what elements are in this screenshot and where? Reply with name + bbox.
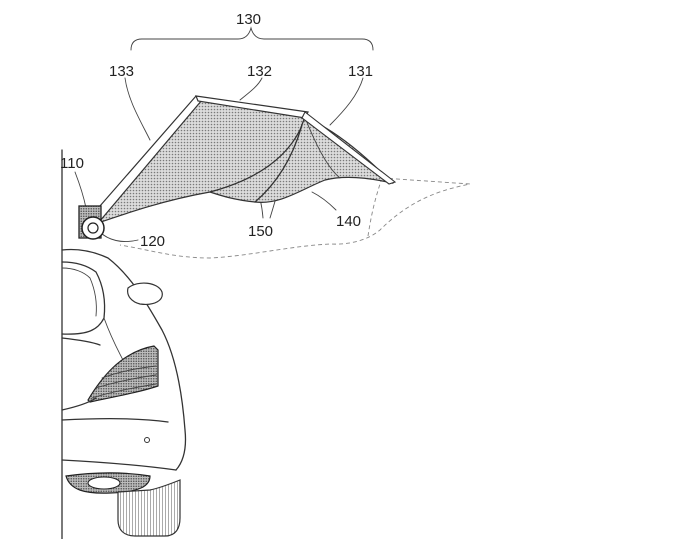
brace-130: [130, 26, 374, 51]
label-130: 130: [236, 11, 261, 28]
label-110: 110: [60, 155, 84, 172]
hinge-120: [81, 216, 105, 240]
car-body: [61, 149, 187, 539]
label-140: 140: [336, 213, 361, 230]
label-120: 120: [140, 233, 165, 250]
ghost-outline: [119, 177, 471, 259]
label-132: 132: [247, 63, 272, 80]
label-133: 133: [109, 63, 134, 80]
leader-lines: [74, 77, 364, 243]
label-150: 150: [248, 223, 273, 240]
frame-arm-131: [301, 111, 397, 185]
label-131: 131: [348, 63, 373, 80]
